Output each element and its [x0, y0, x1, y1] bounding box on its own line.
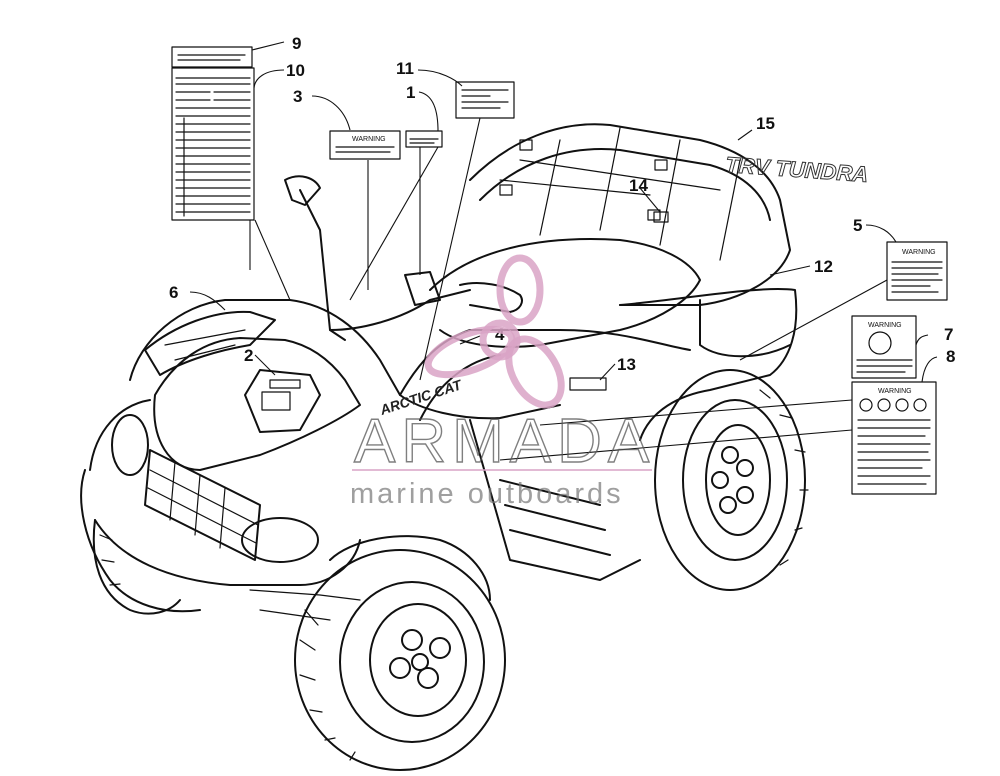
callout-3: 3 [293, 87, 302, 106]
callout-15: 15 [756, 114, 775, 133]
callout-9: 9 [292, 34, 301, 53]
rear-wheel [654, 369, 809, 591]
callouts: 9 10 3 1 11 15 14 5 12 6 7 2 4 8 13 [169, 34, 955, 374]
callout-7: 7 [944, 325, 953, 344]
callout-14: 14 [629, 176, 648, 195]
label-1-art [405, 130, 443, 148]
label-8-art: WARNING [851, 381, 937, 495]
watermark-subtitle: marine outboards [350, 478, 624, 510]
svg-text:WARNING: WARNING [868, 322, 902, 329]
callout-10: 10 [286, 61, 305, 80]
svg-text:WARNING: WARNING [352, 136, 386, 143]
label-2-art [269, 379, 301, 389]
callout-12: 12 [814, 257, 833, 276]
callout-5: 5 [853, 216, 862, 235]
label-14-art [653, 211, 669, 223]
callout-13: 13 [617, 355, 636, 374]
label-3-art: WARNING [329, 130, 401, 160]
leader-lines [189, 41, 938, 461]
svg-text:WARNING: WARNING [902, 249, 936, 256]
atv-body [80, 123, 798, 621]
label-7-art: WARNING [851, 315, 917, 379]
callout-8: 8 [946, 347, 955, 366]
label-11-art [455, 81, 515, 119]
label-9-art [171, 46, 253, 68]
svg-text:WARNING: WARNING [878, 388, 912, 395]
label-5-art: WARNING [886, 241, 948, 301]
callout-2: 2 [244, 346, 253, 365]
callout-1: 1 [406, 83, 415, 102]
watermark-title: ARMADA [354, 407, 655, 476]
callout-11: 11 [396, 59, 414, 78]
propeller-logo-icon [424, 254, 565, 409]
label-13-art [569, 377, 607, 391]
watermark: ARMADA marine outboards [350, 254, 655, 510]
label-10-art [171, 67, 255, 221]
front-wheel [294, 549, 506, 771]
callout-4: 4 [495, 325, 505, 344]
far-front-wheel [92, 519, 181, 615]
callout-6: 6 [169, 283, 178, 302]
